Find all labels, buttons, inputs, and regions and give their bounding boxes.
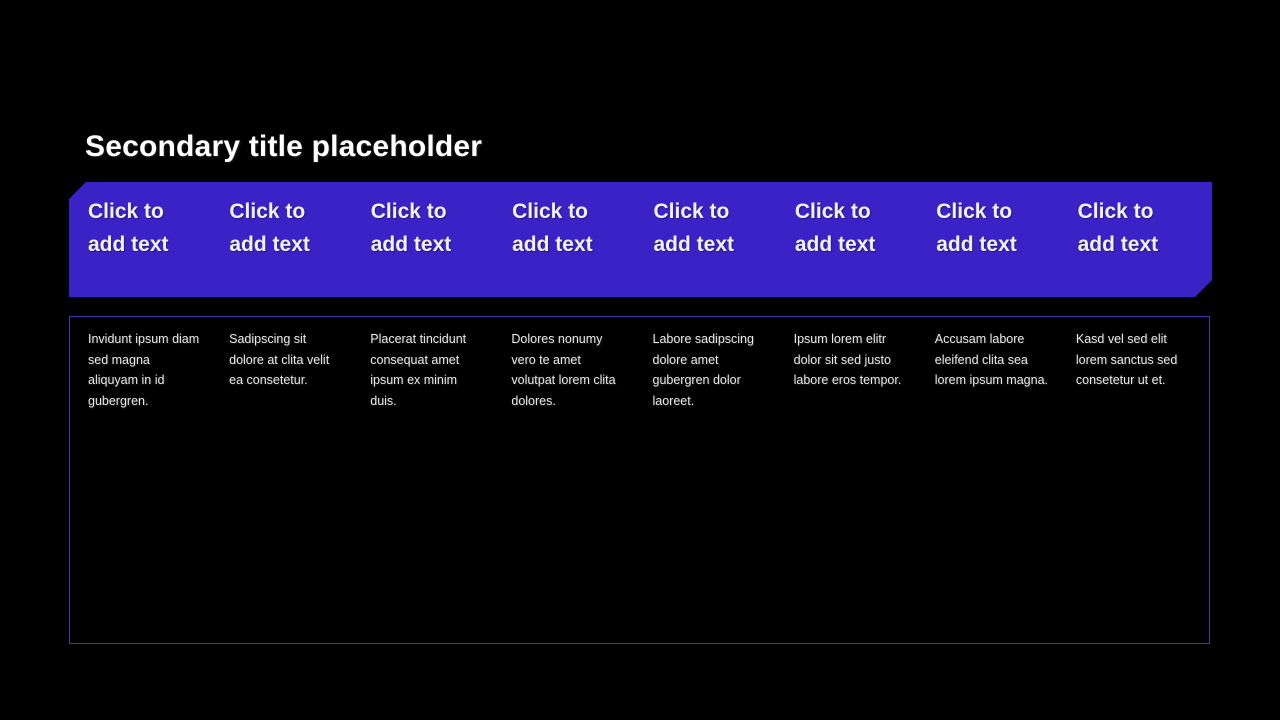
text-banner: Click to add text Click to add text Clic… [69, 182, 1212, 297]
banner-text-placeholder-6[interactable]: Click to add text [794, 200, 876, 256]
banner-text-placeholder-4[interactable]: Click to add text [512, 200, 593, 256]
content-column-7: Accusam labore eleifend clita sea lorem … [934, 332, 1048, 387]
banner-text-placeholder-8[interactable]: Click to add text [1077, 200, 1159, 256]
content-column-8: Kasd vel sed elit lorem sanctus sed cons… [1075, 332, 1178, 387]
content-column-5: Labore sadipscing dolore amet gubergren … [652, 332, 754, 408]
banner-text-placeholder-2[interactable]: Click to add text [229, 200, 310, 256]
slide-title-placeholder[interactable]: Secondary title placeholder [85, 130, 483, 163]
banner-text-placeholder-1[interactable]: Click to add text [88, 200, 169, 256]
content-box[interactable]: Invidunt ipsum diam sed magna aliquyam i… [69, 316, 1210, 644]
banner-text-placeholder-7[interactable]: Click to add text [936, 200, 1017, 256]
banner-text-placeholder-3[interactable]: Click to add text [370, 200, 452, 256]
banner-text-placeholder-5[interactable]: Click to add text [653, 200, 735, 256]
content-column-4: Dolores nonumy vero te amet volutpat lor… [511, 332, 616, 408]
content-column-3: Placerat tincidunt consequat amet ipsum … [370, 332, 467, 408]
content-column-6: Ipsum lorem elitr dolor sit sed justo la… [793, 332, 902, 387]
content-column-1: Invidunt ipsum diam sed magna aliquyam i… [88, 332, 200, 408]
content-column-2: Sadipscing sit dolore at clita velit ea … [229, 332, 330, 387]
